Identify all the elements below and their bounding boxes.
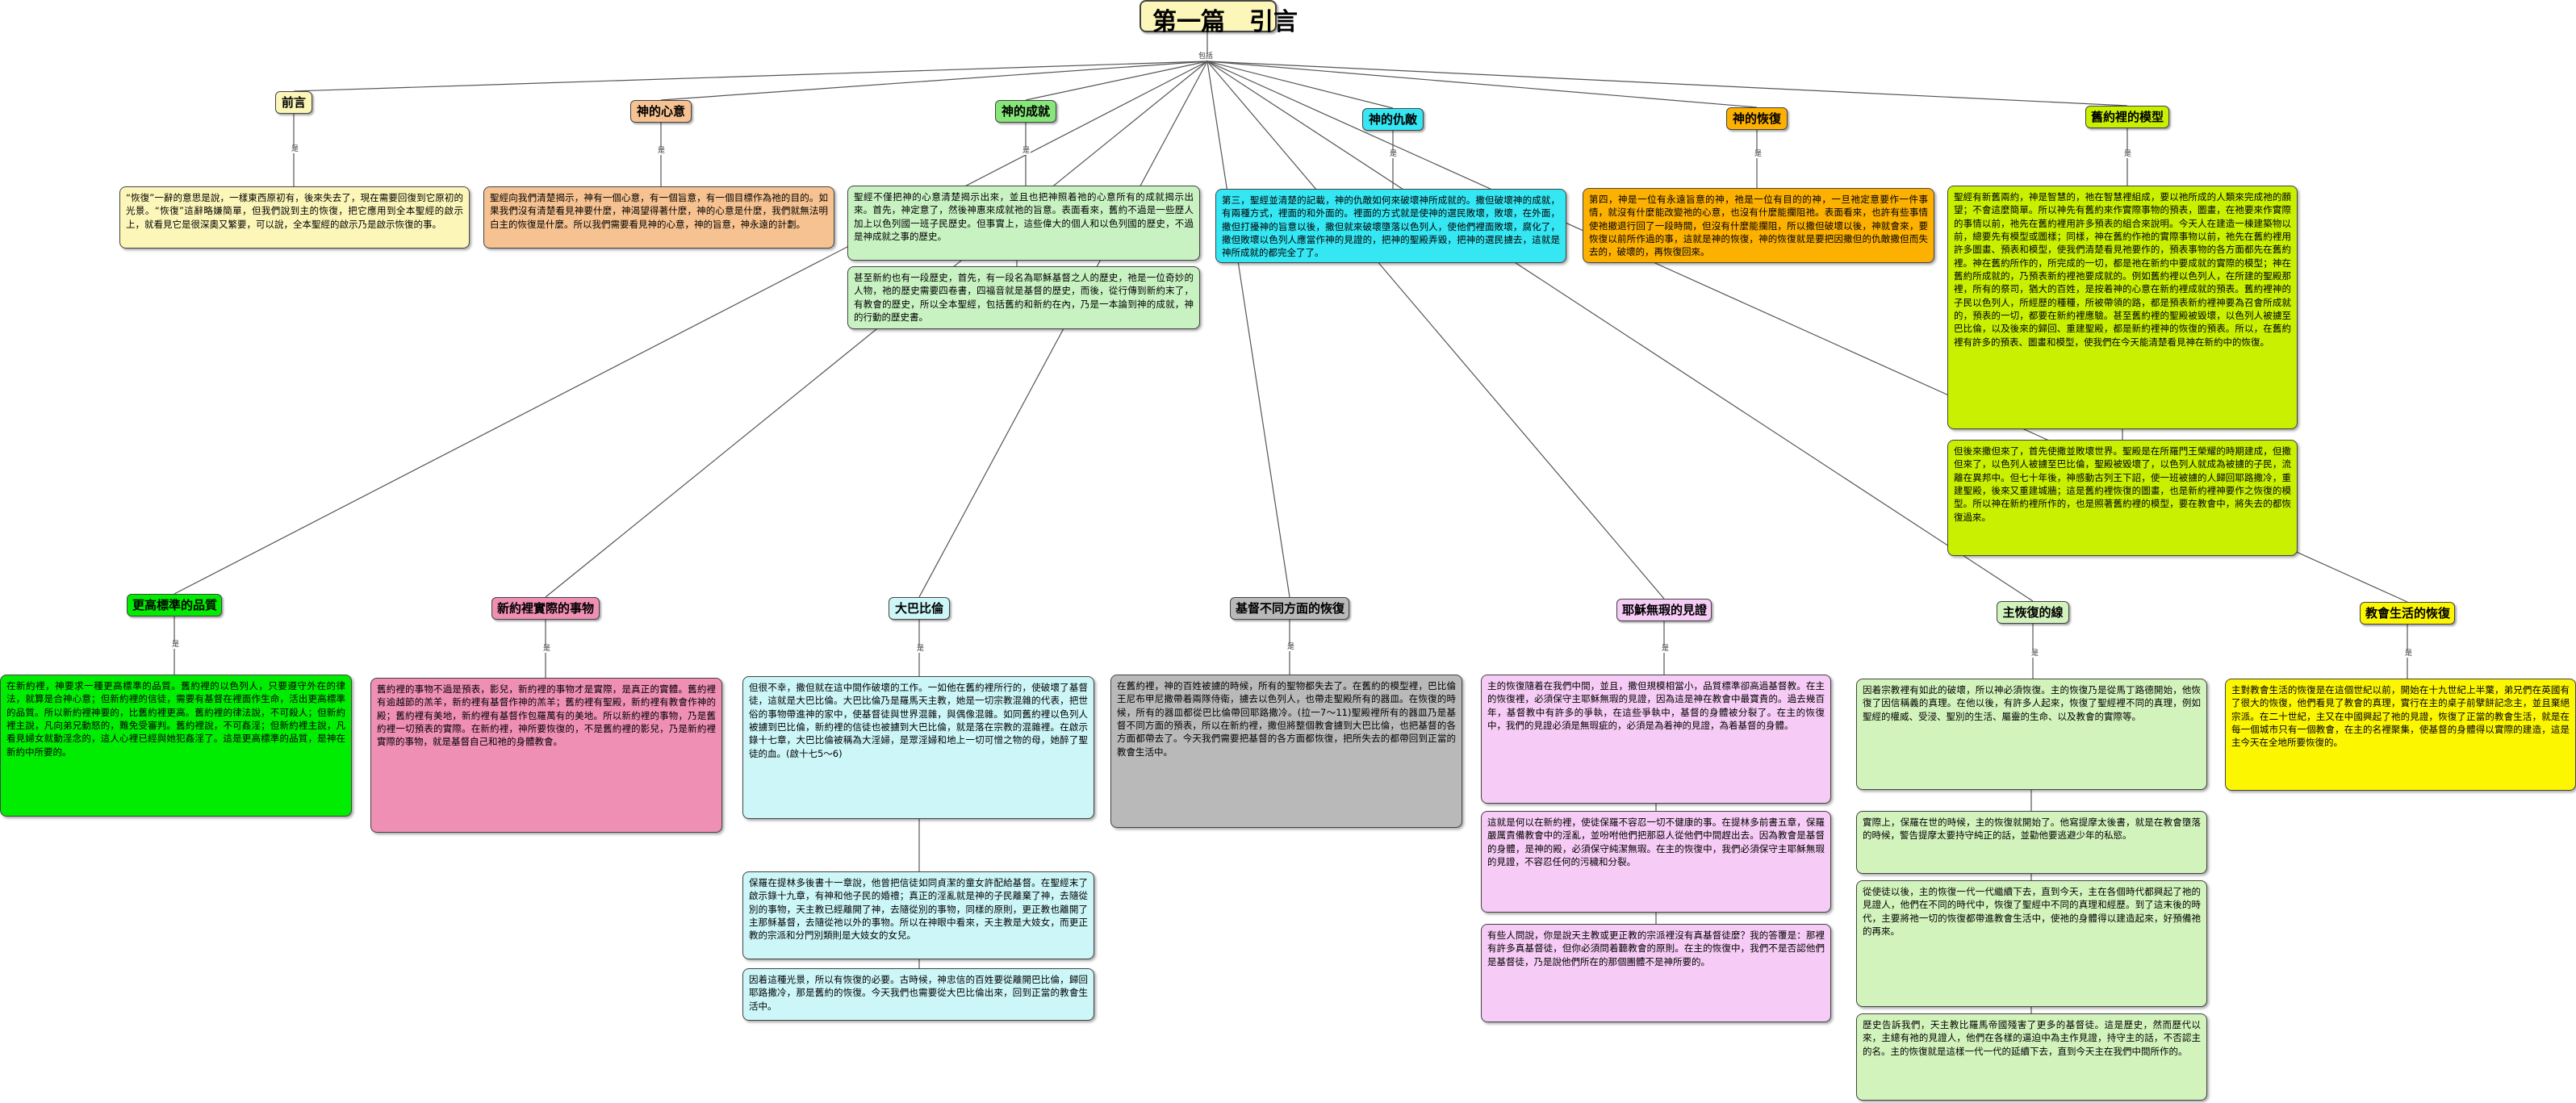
text-higher-standard: 在新約裡，神要求一種更高標準的品質。舊約裡的以色列人，只要遵守外在的律法，就算是… [0,675,352,817]
branch-church-life[interactable]: 教會生活的恢復 [2360,602,2455,625]
branch-christ-aspects[interactable]: 基督不同方面的恢復 [1230,597,1349,620]
is-label: 是 [657,147,667,155]
branch-babylon[interactable]: 大巴比倫 [889,597,950,620]
text-recovery-line-2: 實際上，保羅在世的時候，主的恢復就開始了。他寫提摩太後書，就是在教會墮落的時候，… [1856,811,2207,874]
text-spotless-2: 這就是何以在新約裡，使徒保羅不容忍一切不健康的事。在提林多前書五章，保羅嚴厲責備… [1481,811,1831,913]
branch-ot-models[interactable]: 舊約裡的模型 [2085,106,2169,128]
root-title: 第一篇 引言 [1140,0,1298,36]
text-ot-models-2: 但後來撒但來了，首先使撒並敗壞世界。聖殿是在所羅門王榮耀的時期建成，但撒但來了，… [1947,440,2298,556]
branch-nt-realities[interactable]: 新約裡實際的事物 [491,597,600,620]
connector-line [174,61,1208,595]
is-label: 是 [2123,150,2133,158]
text-babylon-2: 保羅在提林多後書十一章說，他曾把信徒如同貞潔的童女許配給基督。在聖經末了啟示錄十… [742,871,1094,959]
is-label: 是 [1022,147,1031,155]
branch-gods-recovery[interactable]: 神的恢復 [1726,107,1788,130]
branch-recovery-line[interactable]: 主恢復的線 [1997,601,2069,624]
text-gods-recovery: 第四，神是一位有永遠旨意的神，祂是一位有目的的神，一旦祂定意要作一件事情，就沒有… [1583,188,1934,263]
branch-gods-enemy[interactable]: 神的仇敵 [1362,108,1424,131]
text-recovery-line-3: 從使徒以後，主的恢復一代一代繼續下去，直到今天，主在各個時代都興起了祂的見證人，… [1856,880,2207,1007]
text-spotless-1: 主的恢復隨着在我們中間，並且，撒但規模相當小，品質標準卻高過基督教。在主的恢復裡… [1481,675,1831,804]
branch-gods-accomplishment[interactable]: 神的成就 [995,100,1056,123]
is-label: 是 [171,641,181,649]
connector-line [660,61,1208,101]
text-spotless-3: 有些人問說，你是說天主教或更正教的宗派裡沒有真基督徒麼？我的答覆是：那裡有許多真… [1481,924,1831,1022]
is-label: 是 [1754,150,1763,158]
text-recovery-line-1: 因着宗教裡有如此的破壞，所以神必須恢復。主的恢復乃是從馬丁路德開始，他恢復了因信… [1856,679,2207,790]
text-nt-realities: 舊約裡的事物不過是預表，影兒，新約裡的事物才是實際，是真正的實體。舊約裡有逾越節… [370,678,722,833]
text-preface: “恢復”一辭的意思是說，一樣東西原初有，後來失去了，現在需要回復到它原初的光景。… [119,186,470,249]
text-accomplishment-2: 甚至新約也有一段歷史，首先，有一段名為耶穌基督之人的歷史，祂是一位奇妙的人物，祂… [847,266,1200,329]
is-label: 是 [1286,643,1296,651]
text-recovery-line-4: 歷史告訴我們，天主教比羅馬帝國殘害了更多的基督徒。這是歷史，然而歷代以來，主總有… [1856,1013,2207,1101]
is-label: 是 [542,645,552,653]
text-accomplishment-1: 聖經不僅把神的心意清楚揭示出來，並且也把神照着祂的心意所有的成就揭示出來。首先，… [847,186,1200,261]
connector-line [1025,61,1208,101]
text-christ-aspects: 在舊約裡，神的百姓被擄的時候，所有的聖物都失去了。在舊約的模型裡，巴比倫王尼布甲… [1110,675,1462,828]
is-label: 是 [2030,650,2040,658]
text-babylon-3: 因着這種光景，所以有恢復的必要。古時候，神忠信的百姓要從離開巴比倫，歸回耶路撒冷… [742,968,1094,1021]
connector-line [1206,61,2128,107]
connector-line [545,61,1208,598]
branch-preface[interactable]: 前言 [275,91,312,114]
connector-line [1206,61,1394,109]
text-gods-intention: 聖經向我們清楚揭示，神有一個心意，有一個旨意，有一個目標作為祂的目的。如果我們沒… [483,186,834,249]
connector-line [293,61,1208,92]
connector-line [1206,61,2034,602]
root-branch-label: 包括 [1198,52,1215,61]
text-ot-models-1: 聖經有新舊兩約，神是智慧的，祂在智慧裡組成，要以祂所成的人類來完成祂的願望；不會… [1947,186,2298,429]
branch-higher-standard[interactable]: 更高標準的品質 [127,594,222,616]
is-label: 是 [2404,650,2414,658]
is-label: 是 [916,645,926,653]
connector-line [1206,61,1758,108]
branch-spotless-testimony[interactable]: 耶穌無瑕的見證 [1616,599,1712,621]
text-gods-enemy: 第三，聖經並清楚的記載，神的仇敵如何來破壞神所成就的。撒但破壞神的成就，有兩種方… [1215,189,1566,263]
is-label: 是 [1661,645,1671,653]
is-label: 是 [291,145,300,153]
connector-line [918,61,1208,598]
branch-gods-intention[interactable]: 神的心意 [630,100,692,123]
text-babylon-1: 但很不幸，撒但就在這中間作破壞的工作。一如他在舊約裡所行的，使破壞了基督徒，這就… [742,676,1094,819]
is-label: 是 [1389,150,1399,158]
connector-line [1206,61,1290,598]
connector-line [1206,61,1665,600]
text-church-life: 主對教會生活的恢復是在這個世紀以前，開始在十九世紀上半葉，弟兄們在英國有了很大的… [2225,679,2576,791]
